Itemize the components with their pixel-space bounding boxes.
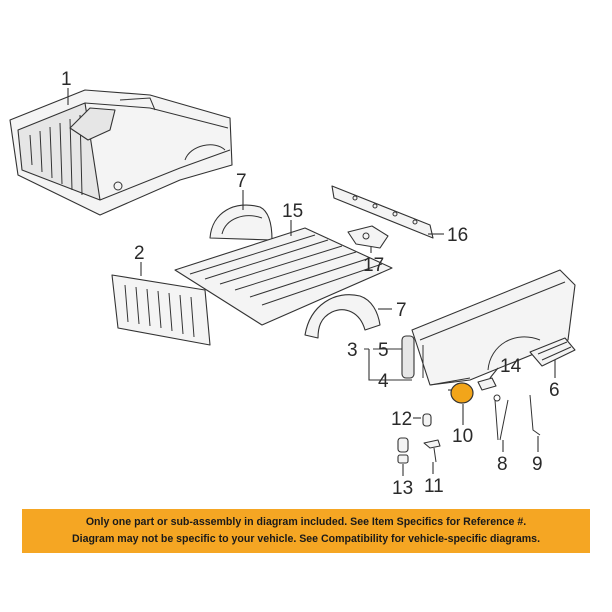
callout-10: 10 xyxy=(452,426,473,447)
part-14-striker xyxy=(477,377,497,391)
disclaimer-banner: Only one part or sub-assembly in diagram… xyxy=(22,509,590,553)
parts-diagram: 1 2 7 15 16 17 7 3 5 4 14 6 12 10 8 9 11… xyxy=(9,69,576,499)
disclaimer-line-2: Diagram may not be specific to your vehi… xyxy=(71,533,541,545)
part-1-pickup-box xyxy=(9,89,233,216)
part-16-rail-cap xyxy=(331,185,434,239)
callout-5: 5 xyxy=(378,340,389,361)
callout-16: 16 xyxy=(447,225,468,246)
part-3-4-side-panel xyxy=(401,269,576,386)
callout-4: 4 xyxy=(378,371,389,392)
part-8-support-cable xyxy=(493,394,509,441)
part-7-wheelhouse-lower xyxy=(304,294,381,339)
callout-6: 6 xyxy=(549,380,560,401)
callout-13: 13 xyxy=(392,478,413,499)
part-7-wheelhouse-upper xyxy=(209,204,273,241)
callout-17: 17 xyxy=(363,255,384,276)
part-11-bolt xyxy=(423,439,441,463)
callout-15: 15 xyxy=(282,201,303,222)
callout-3: 3 xyxy=(347,340,358,361)
leader-lines xyxy=(67,88,556,476)
callout-1: 1 xyxy=(61,69,72,90)
callout-7-upper: 7 xyxy=(236,171,247,192)
part-15-floor-panel xyxy=(174,227,393,326)
disclaimer-line-1: Only one part or sub-assembly in diagram… xyxy=(85,516,527,528)
callout-2: 2 xyxy=(134,243,145,264)
callout-7-lower: 7 xyxy=(396,300,407,321)
callout-8: 8 xyxy=(497,454,508,475)
part-2-tailgate xyxy=(111,274,211,346)
part-12-plug xyxy=(422,413,432,427)
callout-14: 14 xyxy=(500,356,522,377)
callout-12: 12 xyxy=(391,409,412,430)
part-10-fuel-door-highlighted xyxy=(448,382,474,404)
part-6-filler xyxy=(529,337,576,367)
part-13-nut xyxy=(397,437,409,464)
part-9-rod xyxy=(529,394,541,436)
part-17-bracket xyxy=(347,225,389,249)
callout-11: 11 xyxy=(424,476,444,497)
callout-9: 9 xyxy=(532,454,543,475)
callout-labels: 1 2 7 15 16 17 7 3 5 4 14 6 12 10 8 9 11… xyxy=(61,69,560,499)
